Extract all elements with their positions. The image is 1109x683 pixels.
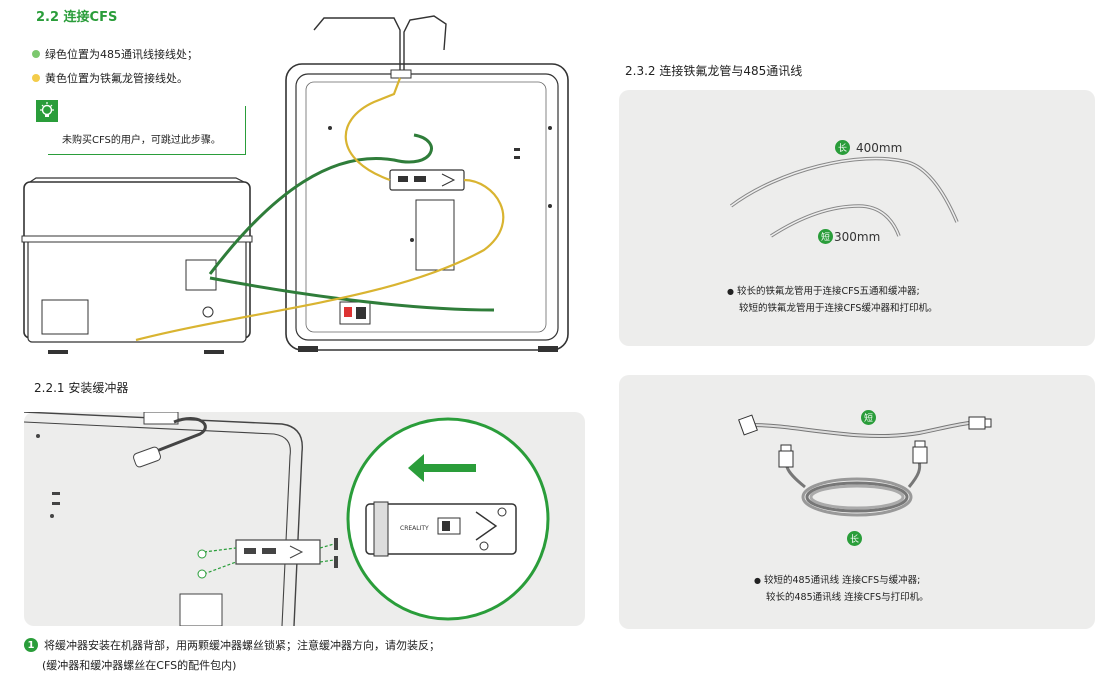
short-cable-label: 短 bbox=[861, 406, 876, 425]
short-tube-length: 300mm bbox=[834, 229, 881, 244]
step-number: 1 bbox=[24, 638, 38, 652]
tip-box bbox=[48, 106, 246, 155]
short-cable-tag: 短 bbox=[861, 410, 876, 425]
long-tube-label: 长 400mm bbox=[835, 140, 902, 155]
lightbulb-icon bbox=[36, 100, 58, 122]
cables-illustration bbox=[738, 414, 992, 517]
green-dot-icon bbox=[32, 50, 40, 58]
tubes-note-2: 较短的铁氟龙管用于连接CFS缓冲器和打印机。 bbox=[739, 303, 938, 314]
cables-note-1: 较短的485通讯线 连接CFS与缓冲器; bbox=[764, 575, 921, 586]
step-text: 将缓冲器安装在机器背部，用两颗缓冲器螺丝锁紧；注意缓冲器方向，请勿装反； bbox=[44, 639, 440, 652]
tubes-illustration bbox=[729, 156, 959, 238]
green-note-text: 绿色位置为485通讯线接线处； bbox=[45, 48, 198, 61]
long-tube-length: 400mm bbox=[856, 140, 903, 155]
short-tube-label: 短 300mm bbox=[818, 229, 880, 244]
cables-note-2: 较长的485通讯线 连接CFS与打印机。 bbox=[766, 592, 929, 603]
cables-panel bbox=[619, 375, 1095, 629]
step-note: (缓冲器和缓冲器螺丝在CFS的配件包内) bbox=[42, 659, 237, 672]
yellow-note: 黄色位置为铁氟龙管接线处。 bbox=[32, 70, 188, 86]
tubes-note-1: 较长的铁氟龙管用于连接CFS五通和缓冲器; bbox=[737, 286, 920, 297]
install-illustration: CREALITY bbox=[24, 412, 550, 626]
short-tube-tag: 短 bbox=[818, 229, 833, 244]
long-cable-label: 长 bbox=[847, 527, 862, 546]
brand-label: CREALITY bbox=[400, 525, 429, 532]
yellow-note-text: 黄色位置为铁氟龙管接线处。 bbox=[45, 72, 188, 85]
install-step: 1 将缓冲器安装在机器背部，用两颗缓冲器螺丝锁紧；注意缓冲器方向，请勿装反； bbox=[24, 637, 440, 653]
cables-note: ● 较短的485通讯线 连接CFS与缓冲器; 较长的485通讯线 连接CFS与打… bbox=[754, 572, 929, 606]
tubes-title: 2.3.2 连接铁氟龙管与485通讯线 bbox=[625, 64, 803, 78]
green-note: 绿色位置为485通讯线接线处； bbox=[32, 46, 198, 62]
long-tube-tag: 长 bbox=[835, 140, 850, 155]
section-title: 2.2 连接CFS bbox=[36, 10, 118, 25]
tubes-panel bbox=[619, 90, 1095, 346]
yellow-dot-icon bbox=[32, 74, 40, 82]
tubes-note: ● 较长的铁氟龙管用于连接CFS五通和缓冲器; 较短的铁氟龙管用于连接CFS缓冲… bbox=[727, 283, 937, 317]
long-cable-tag: 长 bbox=[847, 531, 862, 546]
printer-cfs-illustration bbox=[21, 15, 569, 354]
tip-text: 未购买CFS的用户，可跳过此步骤。 bbox=[62, 135, 221, 146]
install-title: 2.2.1 安装缓冲器 bbox=[34, 381, 129, 395]
